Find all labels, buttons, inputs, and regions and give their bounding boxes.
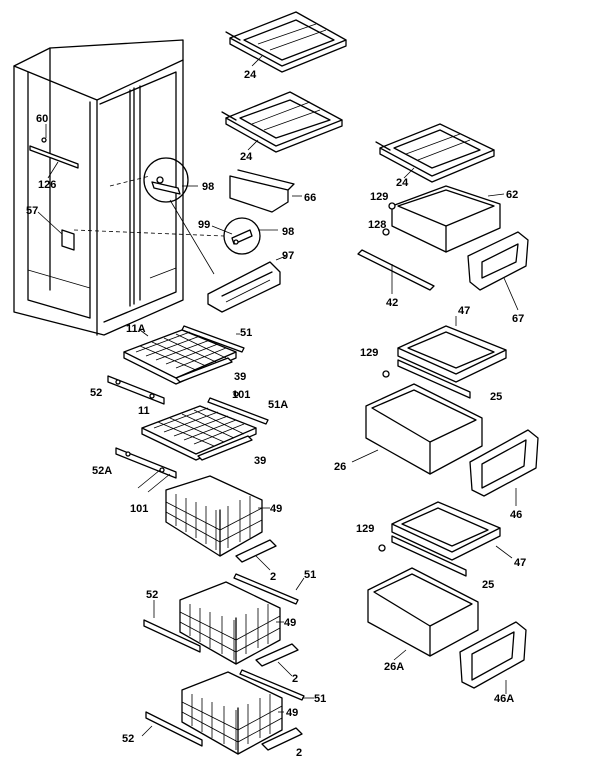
rail-52-middle [143,600,201,653]
label-126: 126 [38,179,56,191]
label-51: 51 [240,327,252,339]
label-129: 129 [370,191,388,203]
label-57: 57 [26,205,38,217]
drawer-front-46 [469,429,539,506]
pan-62 [391,185,505,253]
rail-51A [207,391,269,425]
label-51: 51 [304,569,316,581]
label-67: 67 [512,313,524,325]
shelf-11 [141,405,257,461]
rail-51-middle [233,573,305,605]
label-2: 2 [292,673,298,685]
label-25: 25 [490,391,502,403]
bumper-2-middle [255,643,299,677]
label-52: 52 [90,387,102,399]
duct-cover-66 [229,169,302,213]
label-98: 98 [282,226,294,238]
bumper-2-bottom [261,727,303,751]
rail-51-bottom [239,669,314,701]
label-52: 52 [122,733,134,745]
label-98: 98 [202,181,214,193]
basket-49-middle [179,581,284,665]
label-24: 24 [240,151,253,163]
label-24: 24 [396,177,409,189]
label-49: 49 [286,707,298,719]
shelf-24-middle [221,91,343,153]
label-11: 11 [138,405,150,417]
label-2: 2 [296,747,302,759]
label-99: 99 [198,219,210,231]
label-39: 39 [254,455,266,467]
refrigerator-cabinet [13,39,225,336]
label-49: 49 [270,503,282,515]
label-129: 129 [360,347,378,359]
label-39: 39 [234,371,246,383]
label-60: 60 [36,113,48,125]
label-52: 52 [146,589,158,601]
label-129: 129 [356,523,374,535]
label-26: 26 [334,461,346,473]
shelf-24-right [375,123,495,183]
label-11A: 11A [126,323,146,335]
label-2: 2 [270,571,276,583]
shelf-47-top [382,316,507,383]
screws-128-129 [382,202,396,236]
rail-52A [115,447,177,493]
bracket-98-99 [211,217,278,255]
label-62: 62 [506,189,518,201]
label-52A: 52A [92,465,112,477]
label-46A: 46A [494,693,514,705]
label-24: 24 [244,69,257,81]
rail-25-bottom [391,535,467,577]
label-97: 97 [282,250,294,262]
shelf-24-top [225,11,347,73]
label-26A: 26A [384,661,404,673]
label-25: 25 [482,579,494,591]
rail-52-top [107,375,165,405]
basket-49-bottom [181,671,284,755]
label-51: 51 [314,693,326,705]
label-66: 66 [304,192,316,204]
label-101: 101 [130,503,148,515]
shelf-11A [123,329,237,385]
label-46: 46 [510,509,522,521]
drawer-front-46A [459,621,527,694]
shelf-47-bottom [378,501,513,561]
rail-51-top [181,325,245,353]
basket-49-top [165,475,270,557]
part-labels: 24 24 24 60 126 57 98 66 99 98 97 129 12… [26,69,526,759]
pan-cover-67 [467,231,529,311]
bumper-2-top [235,539,277,571]
crisper-drawer-26A [367,567,479,661]
crisper-drawer-26 [351,383,483,475]
rail-39-bottom [197,435,253,461]
label-101: 101 [232,389,250,401]
hinge-98 [143,157,215,275]
rail-25-top [397,359,471,399]
label-128: 128 [368,219,386,231]
rail-52-bottom [141,711,203,747]
label-51A: 51A [268,399,288,411]
rail-42 [357,249,435,294]
control-housing-97 [207,255,287,313]
label-47: 47 [458,305,470,317]
label-49: 49 [284,617,296,629]
label-42: 42 [386,297,398,309]
rail-39-top [175,357,233,383]
label-47: 47 [514,557,526,569]
